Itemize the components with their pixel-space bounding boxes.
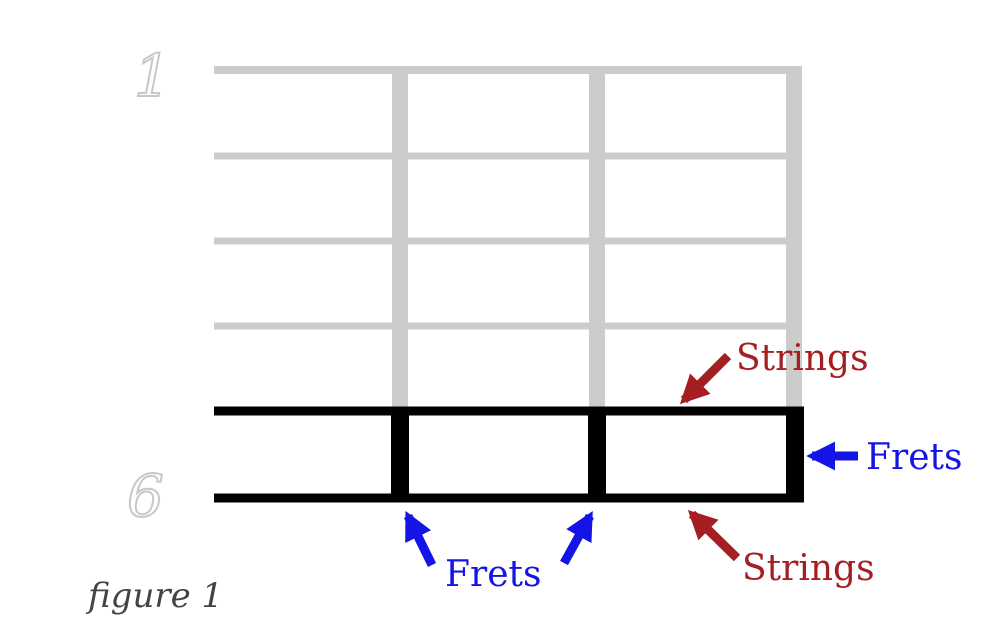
figure-caption: figure 1 bbox=[85, 576, 223, 616]
frets-label-bottom: Frets bbox=[445, 554, 541, 595]
frets-arrow-bottom-right bbox=[560, 510, 594, 566]
strings-label-lower: Strings bbox=[742, 548, 875, 589]
strings-arrow-upper bbox=[679, 352, 732, 405]
strings-arrow-lower bbox=[687, 509, 741, 562]
frets-label-right: Frets bbox=[866, 437, 962, 478]
string-number-top: 1 bbox=[134, 42, 171, 110]
frets-arrow-bottom-left bbox=[403, 510, 437, 567]
strings-label-upper: Strings bbox=[736, 338, 869, 379]
string-number-bottom: 6 bbox=[127, 462, 164, 530]
